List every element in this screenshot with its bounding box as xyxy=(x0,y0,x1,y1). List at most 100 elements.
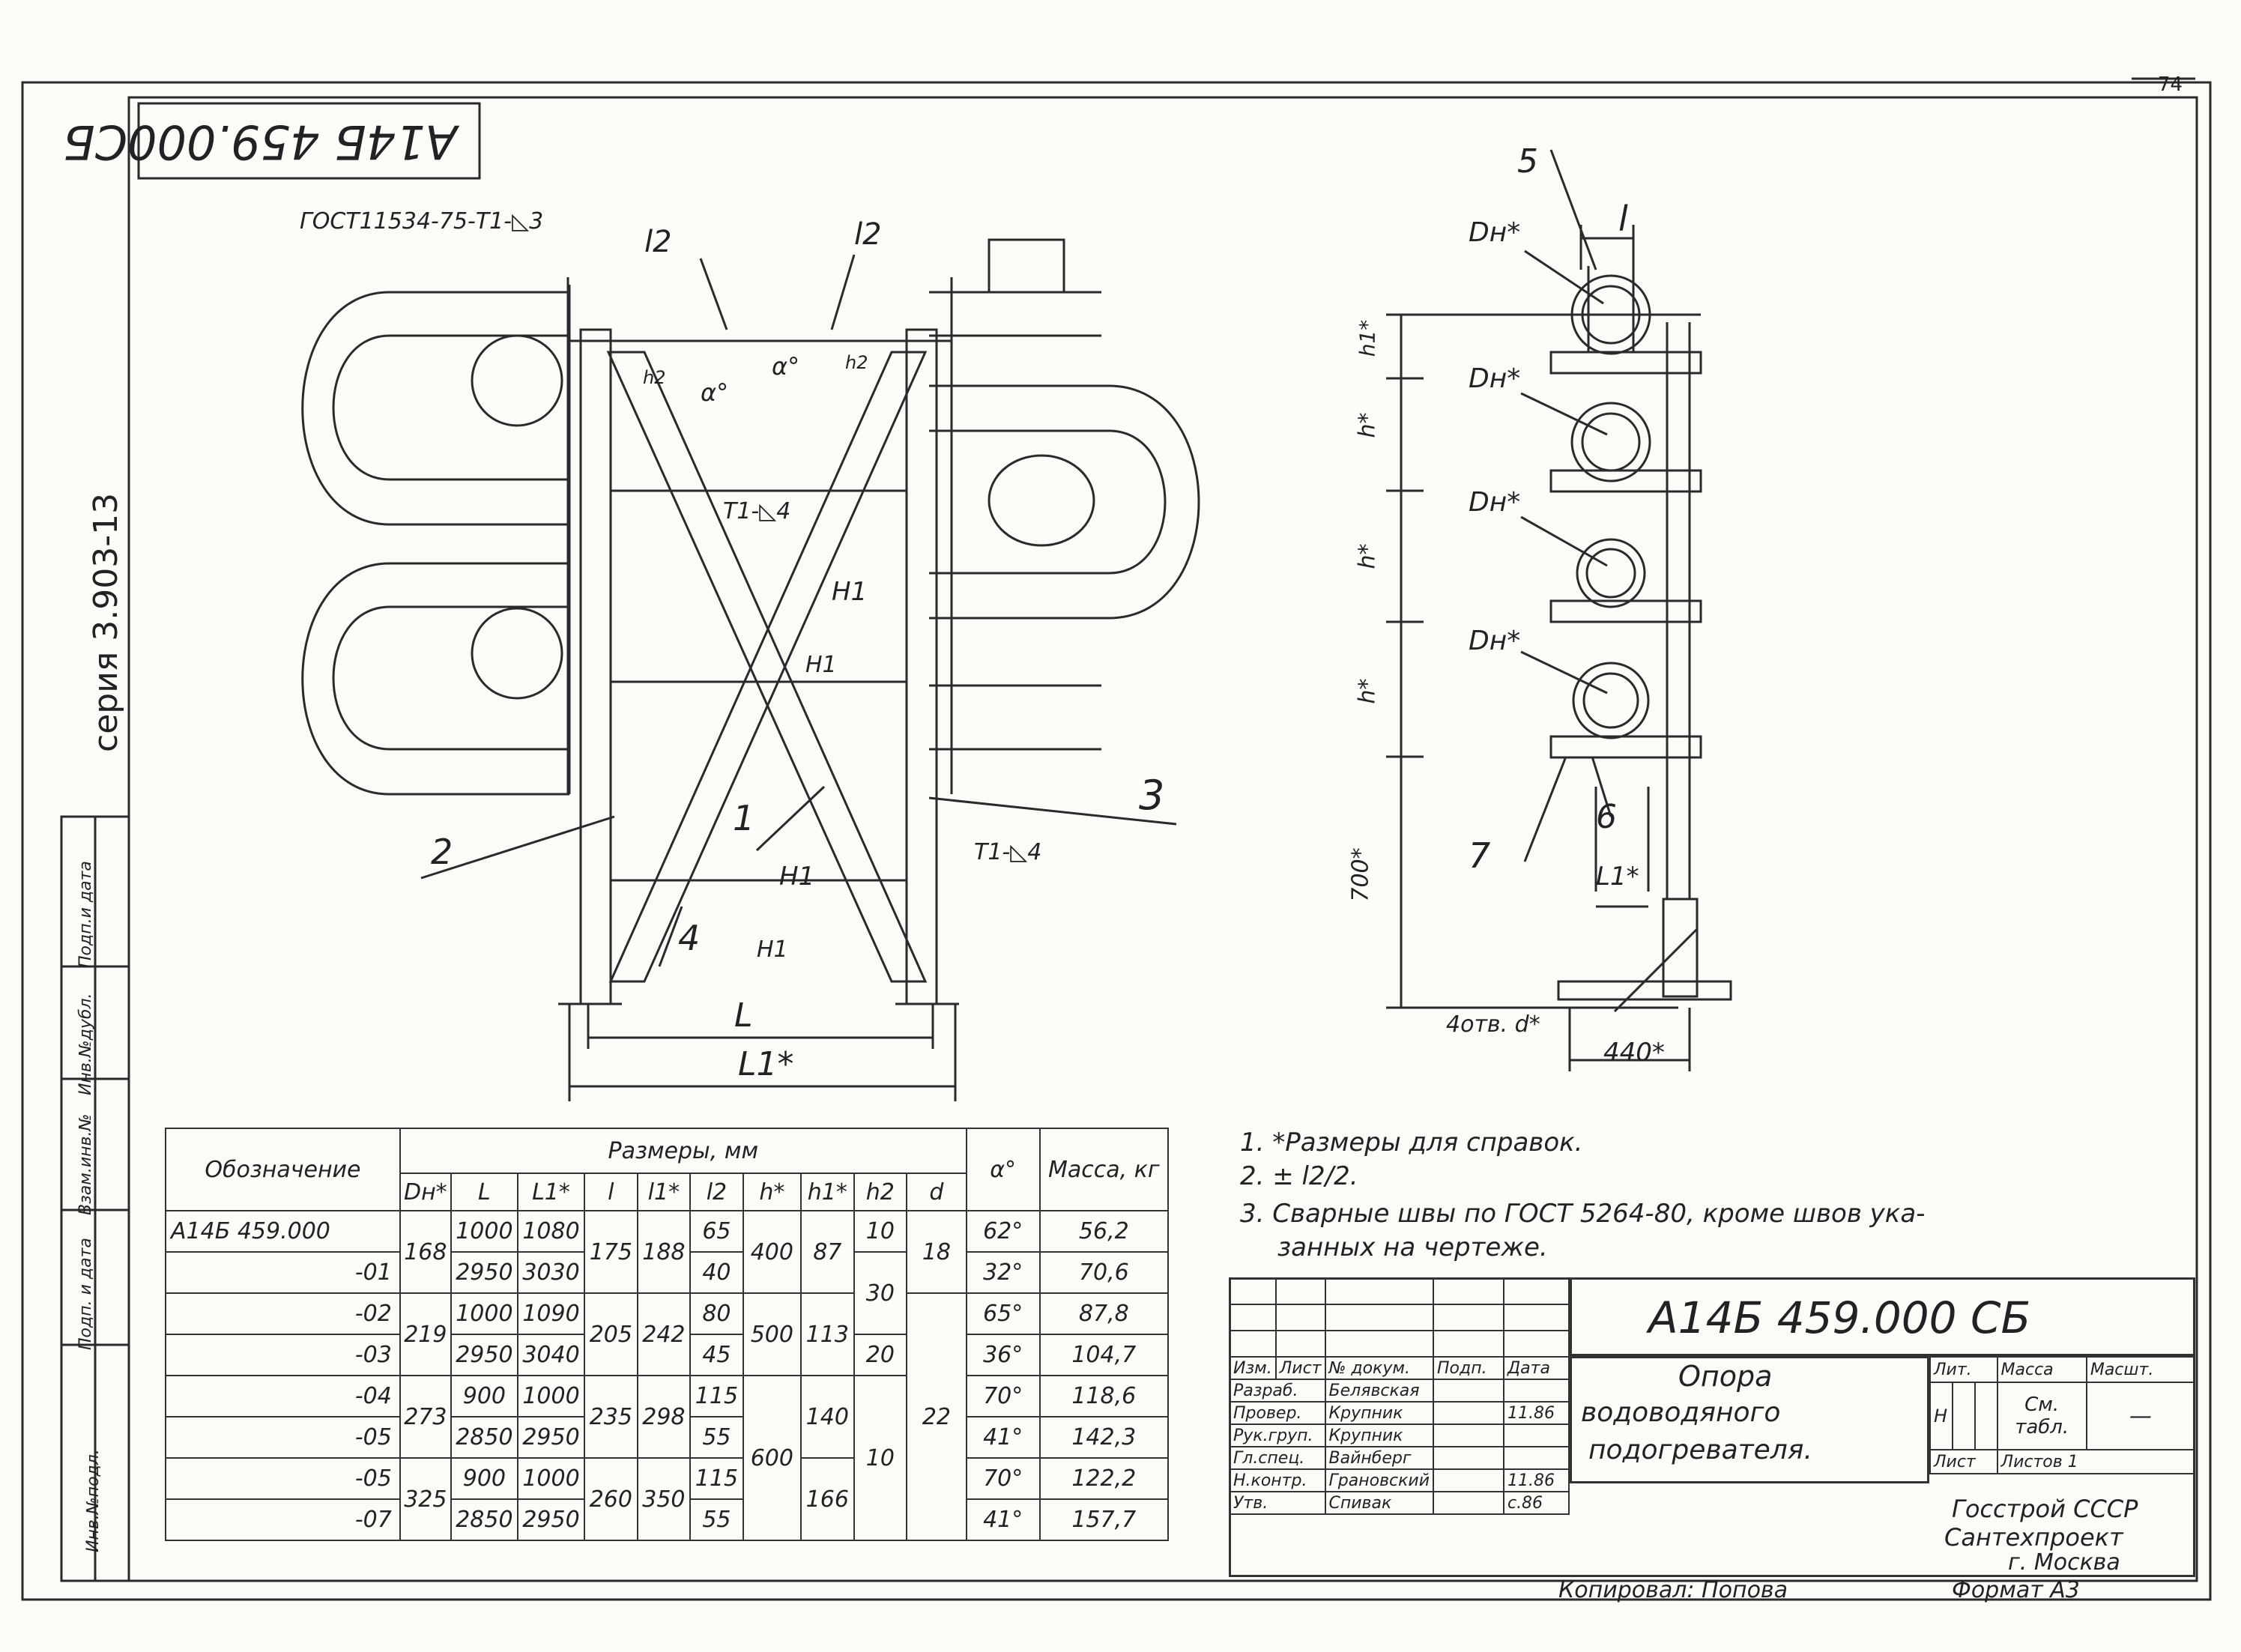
position-2: 2 xyxy=(431,832,453,872)
title-line-3: подогревателя. xyxy=(1588,1435,1812,1465)
cell-h1: 113 xyxy=(800,1292,855,1376)
cell-mass: 104,7 xyxy=(1038,1334,1170,1376)
subheader-l: l xyxy=(584,1173,638,1211)
tb-name: Спивак xyxy=(1324,1491,1435,1515)
tb-date: 11.86 xyxy=(1502,1468,1570,1492)
cell-l: 175 xyxy=(584,1210,638,1294)
subheader-d: d xyxy=(906,1173,967,1211)
cell-d: 22 xyxy=(906,1292,967,1541)
l2-right-label: l2 xyxy=(854,217,882,252)
tb-name: Крупник xyxy=(1324,1423,1435,1447)
table-row: -02 219 1000 1090 205 242 80 500 113 22 … xyxy=(165,1292,1170,1541)
cell-mass: 122,2 xyxy=(1038,1457,1170,1500)
strip-podp-data: Подп. и дата xyxy=(76,1238,95,1350)
cell-L1: 1080 xyxy=(516,1210,586,1253)
tb-role: Разраб. xyxy=(1229,1379,1326,1403)
revision-table: Изм. Лист № докум. Подп. Дата Разраб.Бел… xyxy=(1229,1277,1570,1515)
tb-role: Н.контр. xyxy=(1229,1468,1326,1492)
title-line-1: Опора xyxy=(1678,1360,1773,1393)
cell-L1: 3030 xyxy=(516,1251,586,1294)
cell-L1: 1000 xyxy=(516,1457,586,1500)
scale-value: — xyxy=(2085,1382,2196,1450)
cell-L: 2950 xyxy=(450,1251,518,1294)
h1-label-d: Н1 xyxy=(757,937,788,963)
cell-dn: 219 xyxy=(399,1292,452,1376)
cell-l1: 298 xyxy=(636,1375,692,1459)
cell-des: -04 xyxy=(165,1375,401,1417)
cell-d: 18 xyxy=(906,1210,967,1294)
cell-L1: 3040 xyxy=(516,1334,586,1376)
tb-header-izm: Изм. xyxy=(1229,1356,1277,1380)
dim-h-label-c: h* xyxy=(1354,678,1381,704)
table-row: -01 2950 3030 40 30 32° 70,6 xyxy=(165,1251,1170,1335)
cell-l1: 188 xyxy=(636,1210,692,1294)
tb-date: 11.86 xyxy=(1502,1401,1570,1425)
position-1: 1 xyxy=(733,798,755,838)
front-view-geometry xyxy=(303,240,1199,1101)
cell-h2: 10 xyxy=(853,1210,908,1253)
subheader-h2: h2 xyxy=(853,1173,908,1211)
cell-l: 260 xyxy=(584,1457,638,1541)
header-designation: Обозначение xyxy=(165,1128,401,1211)
h1-label-c: Н1 xyxy=(779,862,815,892)
lit-label: Лит. xyxy=(1929,1356,1998,1383)
cell-h1: 87 xyxy=(800,1210,855,1294)
designation-text: А14Б 459.000 СБ xyxy=(1648,1292,2031,1343)
tb-name: Вайнберг xyxy=(1324,1446,1435,1470)
tb-date xyxy=(1502,1423,1570,1447)
position-4: 4 xyxy=(678,918,701,958)
holes-label: 4отв. d* xyxy=(1446,1011,1540,1038)
dim-440-label: 440* xyxy=(1603,1038,1665,1068)
subheader-l2: l2 xyxy=(689,1173,744,1211)
h2-right-label: h2 xyxy=(845,352,868,373)
cell-l: 205 xyxy=(584,1292,638,1376)
position-6: 6 xyxy=(1596,798,1617,836)
sheet-label: Лист xyxy=(1929,1449,1998,1474)
h2-left-label: h2 xyxy=(643,367,666,388)
lit-mass-scale-table: Лит. Масса Масшт. Н См. табл. — Лист Лис… xyxy=(1929,1356,2196,1474)
cell-L: 2950 xyxy=(450,1334,518,1376)
tb-role: Провер. xyxy=(1229,1401,1326,1425)
copied-by: Копировал: Попова xyxy=(1558,1577,1788,1603)
cell-des: -05 xyxy=(165,1457,401,1500)
sheet-number: 74 xyxy=(2158,73,2183,96)
cell-l2: 45 xyxy=(689,1334,744,1376)
cell-dn: 273 xyxy=(399,1375,452,1459)
cell-l2: 115 xyxy=(689,1375,744,1417)
note-1: 1. *Размеры для справок. xyxy=(1240,1128,1583,1158)
cell-l2: 115 xyxy=(689,1457,744,1500)
cell-l2: 55 xyxy=(689,1416,744,1459)
support-2 xyxy=(1551,403,1701,491)
dim-700-label: 700* xyxy=(1347,847,1374,902)
weld-t1-bottom-label: Т1-◺4 xyxy=(974,839,1042,865)
org-line-3: г. Москва xyxy=(2008,1549,2120,1576)
cell-L1: 2950 xyxy=(516,1416,586,1459)
alpha-right-label: α° xyxy=(772,352,800,381)
cell-l1: 242 xyxy=(636,1292,692,1376)
dim-L1-side-label: L1* xyxy=(1596,862,1639,892)
cell-mass: 87,8 xyxy=(1038,1292,1170,1335)
tb-name: Грановский xyxy=(1324,1468,1435,1492)
tb-role: Утв. xyxy=(1229,1491,1326,1515)
stamp-box xyxy=(139,103,480,178)
cell-h2: 20 xyxy=(853,1334,908,1376)
strip-vzam-inv: Взам.инв.№ xyxy=(76,1113,95,1215)
strip-inv-dubl: Инв.№дубл. xyxy=(76,993,95,1095)
support-1 xyxy=(1551,266,1701,373)
subheader-l1: l1* xyxy=(636,1173,692,1211)
cell-L: 1000 xyxy=(450,1292,518,1335)
dim-h1-label: h1* xyxy=(1355,319,1380,357)
cell-l2: 40 xyxy=(689,1251,744,1294)
position-5: 5 xyxy=(1517,142,1538,181)
subheader-h1: h1* xyxy=(800,1173,855,1211)
cell-h: 500 xyxy=(742,1292,802,1376)
cell-mass: 157,7 xyxy=(1038,1498,1170,1541)
designation-cell xyxy=(1570,1277,2195,1356)
cell-des: -02 xyxy=(165,1292,401,1335)
cell-h2: 10 xyxy=(853,1375,908,1541)
tb-header-doc: № докум. xyxy=(1324,1356,1435,1380)
header-mass: Масса, кг xyxy=(1038,1128,1170,1211)
title-cell xyxy=(1570,1356,1929,1483)
table-row: А14Б 459.000 168 1000 1080 175 188 65 40… xyxy=(165,1210,1170,1294)
